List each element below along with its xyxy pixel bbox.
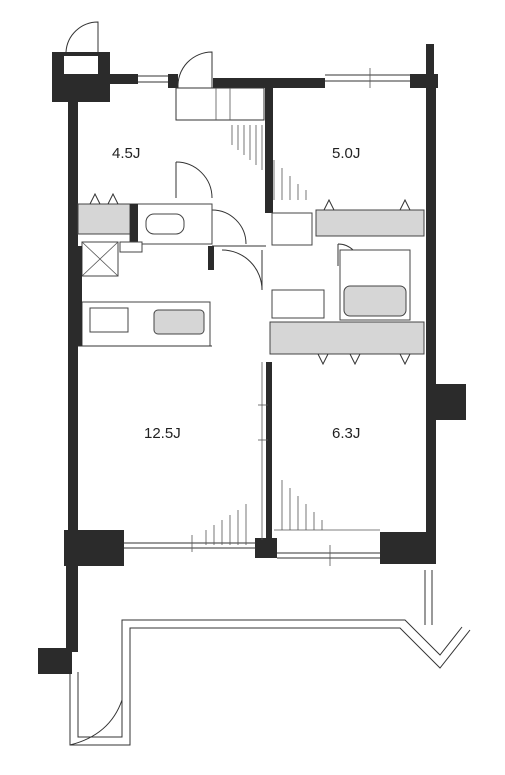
balcony	[38, 570, 471, 746]
doors	[65, 21, 361, 291]
hatch-fans	[205, 125, 380, 545]
windows	[124, 68, 410, 566]
room-label-south-east: 6.3J	[332, 425, 360, 442]
fixtures	[77, 87, 425, 540]
room-label-north-west: 4.5J	[112, 145, 140, 162]
room-label-living-dining-kitchen: 12.5J	[144, 425, 181, 442]
room-label-north-east: 5.0J	[332, 145, 360, 162]
exterior-walls	[52, 44, 466, 652]
